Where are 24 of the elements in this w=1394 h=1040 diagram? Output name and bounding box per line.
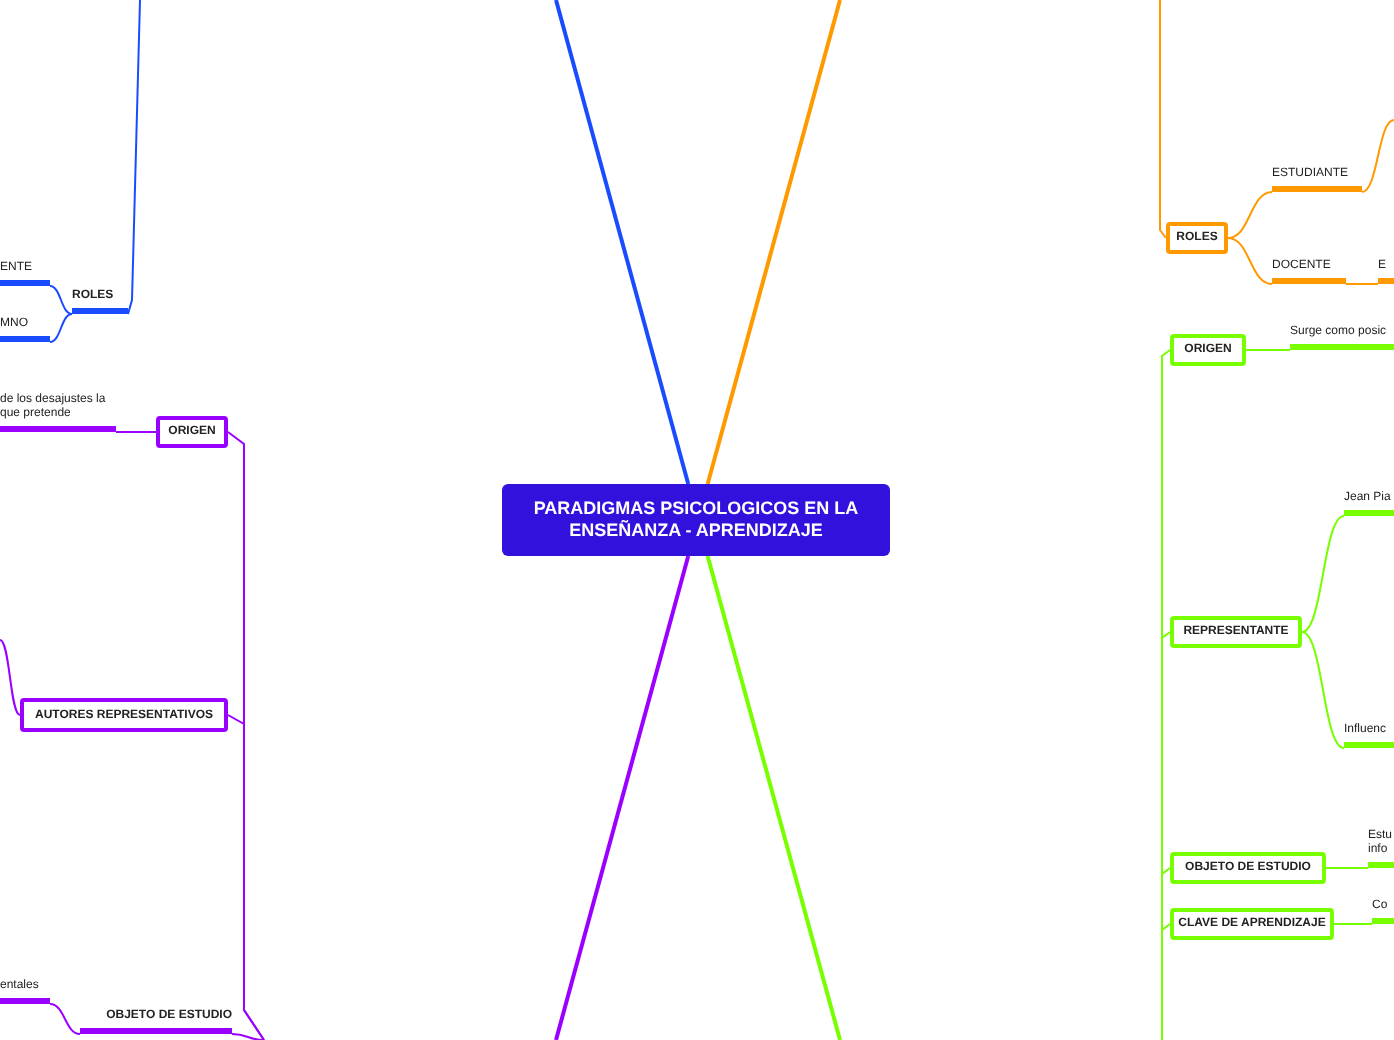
connector-line [49,285,73,315]
connector-line [0,639,21,716]
connector-line [1301,631,1345,749]
connector-line [554,0,691,485]
connector-line [1361,119,1394,193]
connector-line [115,431,157,433]
connector-line [1161,923,1171,1040]
connector-line [1345,283,1379,285]
connector-line [49,313,73,343]
connector-line [1333,923,1373,925]
central-topic-box: PARADIGMAS PSICOLOGICOS EN LA ENSEÑANZA - APRENDIZAJE [502,484,890,556]
connector-line [49,1003,81,1035]
connector-line [227,714,265,1040]
connector-line [1301,515,1345,633]
connector-line [1227,191,1273,239]
connector-line [705,555,842,1040]
connector-line [705,0,842,485]
connector-line [1159,0,1167,239]
connector-line [1325,867,1369,869]
connector-line [554,555,691,1040]
connector-line [1227,237,1273,285]
connector-line [231,1033,265,1040]
connector-line [1245,349,1291,351]
connector-line [127,0,141,315]
